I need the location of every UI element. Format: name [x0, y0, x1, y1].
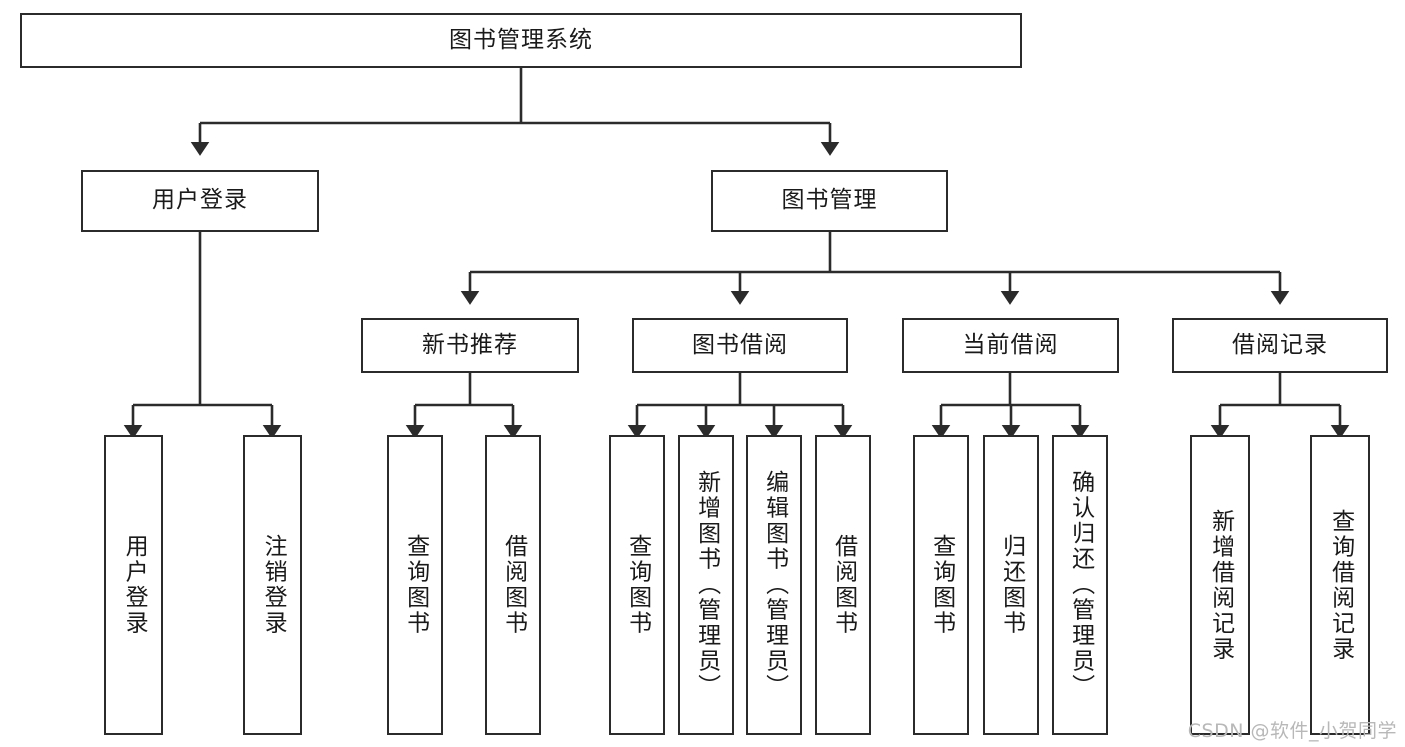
node-book-borrow[interactable]: 图书借阅	[632, 318, 848, 373]
node-leaf-query-book-cur-label: 查询图书	[928, 534, 955, 636]
node-book-manage-label: 图书管理	[781, 187, 878, 214]
node-book-borrow-label: 图书借阅	[692, 331, 788, 358]
node-root-label: 图书管理系统	[449, 26, 593, 53]
node-leaf-query-book-borrow-label: 查询图书	[624, 534, 651, 636]
node-leaf-add-book-admin-label: 新增图书（管理员）	[693, 470, 720, 700]
node-leaf-add-borrow-record-label: 新增借阅记录	[1207, 508, 1234, 662]
node-user-login-label: 用户登录	[152, 187, 248, 214]
node-leaf-edit-book-admin[interactable]: 编辑图书（管理员）	[746, 435, 802, 735]
node-root[interactable]: 图书管理系统	[20, 13, 1022, 68]
node-leaf-user-login[interactable]: 用户登录	[104, 435, 163, 735]
node-leaf-query-book-cur[interactable]: 查询图书	[913, 435, 969, 735]
node-leaf-borrow-book-rec[interactable]: 借阅图书	[485, 435, 541, 735]
node-leaf-borrow-book-rec-label: 借阅图书	[500, 534, 527, 636]
node-leaf-query-book-borrow[interactable]: 查询图书	[609, 435, 665, 735]
node-leaf-logout-login[interactable]: 注销登录	[243, 435, 302, 735]
node-leaf-borrow-book[interactable]: 借阅图书	[815, 435, 871, 735]
node-leaf-return-book[interactable]: 归还图书	[983, 435, 1039, 735]
node-book-manage[interactable]: 图书管理	[711, 170, 948, 232]
node-leaf-add-book-admin[interactable]: 新增图书（管理员）	[678, 435, 734, 735]
node-borrow-record[interactable]: 借阅记录	[1172, 318, 1388, 373]
node-user-login[interactable]: 用户登录	[81, 170, 319, 232]
node-leaf-edit-book-admin-label: 编辑图书（管理员）	[761, 470, 788, 700]
node-leaf-query-book-rec[interactable]: 查询图书	[387, 435, 443, 735]
node-leaf-query-borrow-record-label: 查询借阅记录	[1327, 508, 1354, 662]
node-new-book-recommend-label: 新书推荐	[422, 331, 518, 358]
node-current-borrow-label: 当前借阅	[962, 331, 1059, 358]
node-leaf-add-borrow-record[interactable]: 新增借阅记录	[1190, 435, 1250, 735]
node-current-borrow[interactable]: 当前借阅	[902, 318, 1119, 373]
node-leaf-return-book-label: 归还图书	[998, 534, 1025, 636]
node-leaf-user-login-label: 用户登录	[121, 534, 148, 636]
node-leaf-query-book-rec-label: 查询图书	[402, 534, 429, 636]
csdn-watermark: CSDN @软件_小贺同学	[1187, 720, 1397, 742]
node-leaf-query-borrow-record[interactable]: 查询借阅记录	[1310, 435, 1370, 735]
node-leaf-confirm-return-admin[interactable]: 确认归还（管理员）	[1052, 435, 1108, 735]
node-leaf-confirm-return-admin-label: 确认归还（管理员）	[1067, 470, 1094, 700]
node-leaf-logout-login-label: 注销登录	[260, 534, 287, 636]
node-new-book-recommend[interactable]: 新书推荐	[361, 318, 579, 373]
node-leaf-borrow-book-label: 借阅图书	[830, 534, 857, 636]
node-borrow-record-label: 借阅记录	[1232, 331, 1328, 358]
